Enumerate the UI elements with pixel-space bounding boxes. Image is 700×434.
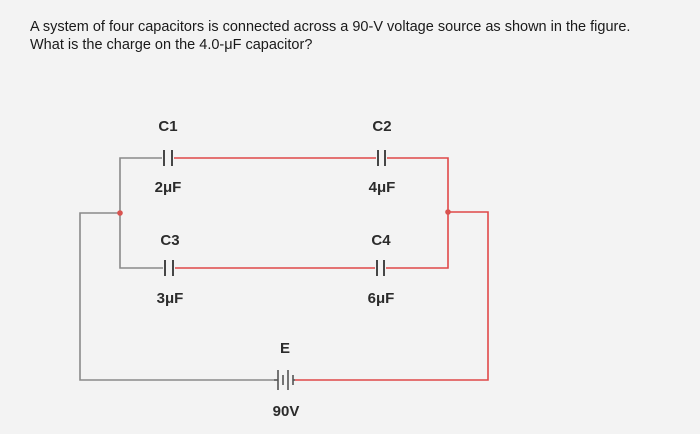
gray-wires xyxy=(79,157,274,381)
question-text: A system of four capacitors is connected… xyxy=(30,18,690,54)
c4-label: C4 xyxy=(371,232,391,249)
source-label: E xyxy=(280,340,290,357)
c1-value: 2μF xyxy=(155,179,182,196)
wire-right-outer xyxy=(295,211,489,381)
wire-left-bottom xyxy=(119,213,163,269)
wire-c4-right xyxy=(386,212,449,269)
c2-label: C2 xyxy=(372,118,391,135)
question-line-1: A system of four capacitors is connected… xyxy=(30,19,631,35)
wire-left-top xyxy=(119,157,162,213)
node-left xyxy=(117,210,123,216)
c2-value: 4μF xyxy=(369,179,396,196)
c4-value: 6μF xyxy=(368,290,395,307)
capacitor-plates xyxy=(163,150,386,276)
wire-c2-right xyxy=(387,157,449,212)
battery-symbol xyxy=(274,370,295,390)
wire-left-outer xyxy=(79,212,274,381)
source-value: 90V xyxy=(273,403,300,420)
node-right xyxy=(445,209,451,215)
c1-label: C1 xyxy=(158,118,177,135)
red-wires xyxy=(174,157,489,381)
question-line-2: What is the charge on the 4.0-μF capacit… xyxy=(30,37,313,53)
c3-label: C3 xyxy=(160,232,179,249)
c3-value: 3μF xyxy=(157,290,184,307)
